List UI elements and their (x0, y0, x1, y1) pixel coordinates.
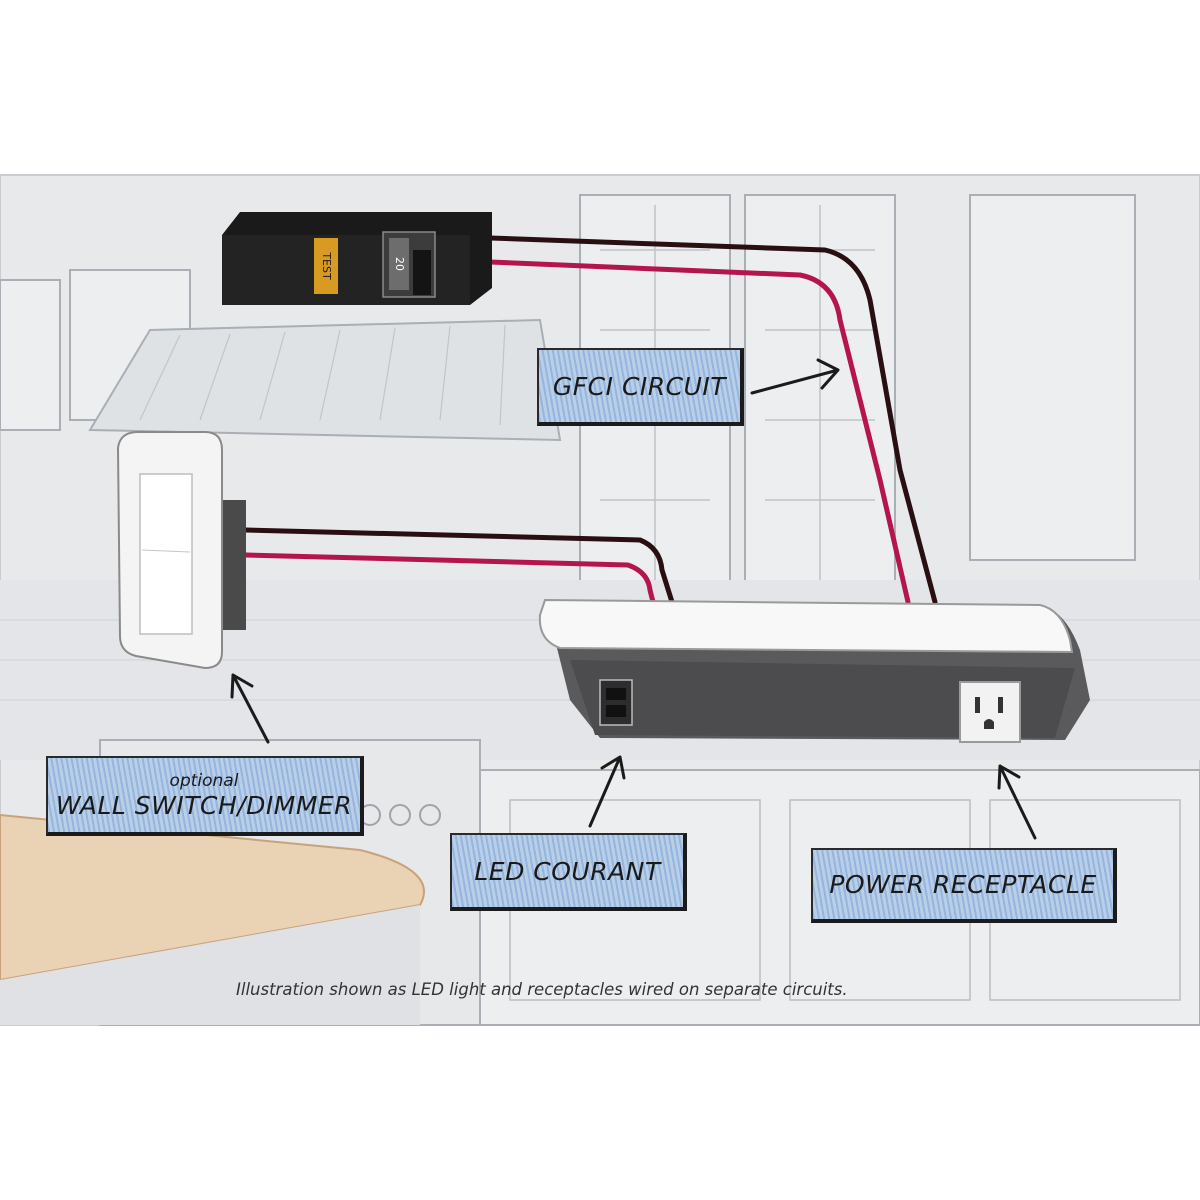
gfci-circuit-text: GFCI CIRCUIT (552, 371, 727, 401)
gfci-neutral-wire (487, 235, 938, 605)
led-courant-fixture (538, 598, 1090, 743)
caption: Illustration shown as LED light and rece… (236, 980, 848, 999)
gfci-hot-wire (487, 259, 911, 605)
label-wall-switch: optional WALL SWITCH/DIMMER (46, 756, 364, 836)
led-arrow (588, 755, 626, 828)
wall-switch (116, 431, 246, 670)
test-button (314, 238, 338, 294)
switch-hot-wire (243, 552, 656, 605)
wall-switch-optional-text: optional (169, 770, 239, 791)
wires (243, 235, 938, 605)
power-outlet (959, 681, 1021, 743)
switch-rocker (139, 473, 193, 635)
switch-arrow (230, 673, 270, 744)
label-power-receptacle: POWER RECEPTACLE (811, 848, 1117, 923)
gfci-arrow (750, 358, 840, 395)
power-receptacle-text: POWER RECEPTACLE (829, 870, 1097, 899)
wall-switch-text: WALL SWITCH/DIMMER (55, 790, 353, 820)
label-led-courant: LED COURANT (450, 833, 687, 911)
test-button-label: TEST (320, 251, 333, 280)
receptacle-arrow (997, 764, 1037, 840)
breaker-rating-label: 20 (393, 257, 406, 271)
fixture-switch (599, 679, 633, 726)
gfci-breaker: TEST 20 (222, 212, 492, 305)
pointer-arrows (230, 358, 1037, 840)
led-courant-text: LED COURANT (474, 856, 661, 886)
switch-neutral-wire (243, 527, 675, 605)
label-gfci-circuit: GFCI CIRCUIT (537, 348, 744, 426)
